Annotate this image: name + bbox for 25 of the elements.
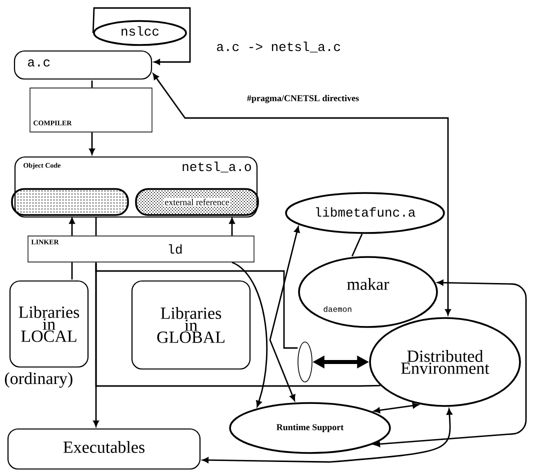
arrow <box>89 132 95 155</box>
arrow <box>93 262 99 427</box>
arrow <box>229 218 235 236</box>
shaded-oval: external reference <box>135 188 259 216</box>
arrow <box>374 402 419 414</box>
process-box: Executables <box>7 428 201 470</box>
file-box: a.c <box>14 50 152 80</box>
library-box: Libraries in GLOBAL <box>131 280 251 370</box>
arrow <box>152 73 451 316</box>
oval-node: makar daemon <box>298 256 438 328</box>
oval-node: Distributed Environment <box>369 317 521 407</box>
arrow <box>374 280 527 447</box>
caption-text: (ordinary) <box>4 372 72 388</box>
arrow <box>202 408 452 463</box>
edge-label: #pragma/CNETSL directives <box>246 94 360 104</box>
oval-node: libmetafunc.a <box>285 192 445 234</box>
annotation-text: a.c -> netsl_a.c <box>217 42 340 52</box>
cylinder-symbol <box>298 342 312 382</box>
oval-node: nslcc <box>93 20 187 46</box>
arrow <box>269 226 300 401</box>
library-box: Libraries in LOCAL <box>9 280 89 368</box>
oval-node: Runtime Support <box>229 402 391 454</box>
arrow <box>92 7 191 65</box>
arrow <box>69 218 75 236</box>
arrow <box>232 262 268 407</box>
